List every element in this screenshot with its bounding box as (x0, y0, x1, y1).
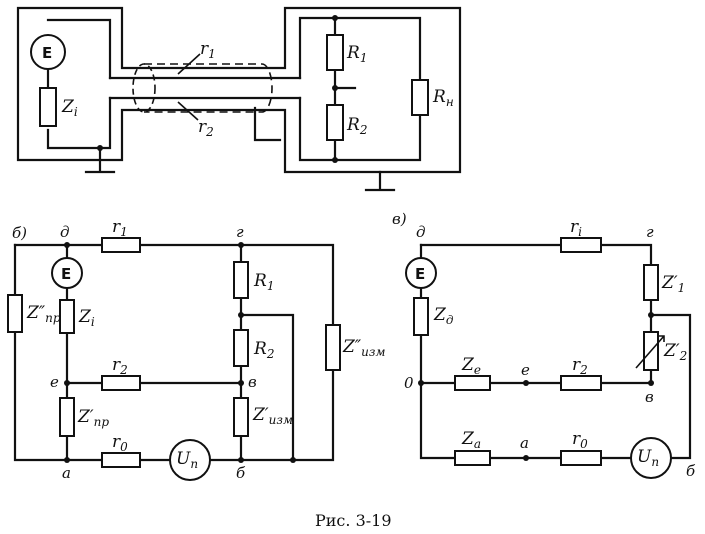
b-node-a: а (62, 464, 71, 482)
b-r0-resistor (101, 452, 141, 468)
cable-shield-outline (144, 63, 273, 113)
source-bottom-wire (46, 96, 112, 150)
c-node-e: е (521, 361, 530, 379)
c-node-o: 0 (404, 374, 414, 392)
c-z1-resistor (643, 264, 659, 301)
zi-label: Zi (61, 97, 78, 119)
diagram-b: б) д г е в а б E Uп r1 Z″пр (7, 217, 385, 482)
r2-label: r2 (198, 117, 214, 139)
diagram-c: в) д г 0 е в а б E Uп ri Zд Zе r2 (392, 210, 696, 480)
b-node-e: е (50, 373, 59, 391)
R1-resistor (326, 34, 344, 71)
voltage-source-e (30, 34, 66, 70)
diagram-a-outer-wire (16, 6, 462, 174)
right-ground-symbol (364, 170, 396, 192)
figure-caption: Рис. 3-19 (315, 511, 392, 530)
R1-label: R1 (346, 43, 367, 65)
shield-left-ellipse (132, 63, 156, 113)
c-r0-resistor (560, 450, 602, 466)
c-ri-label: ri (570, 217, 582, 239)
left-ground-symbol (84, 146, 116, 174)
c-node-a: а (520, 434, 529, 452)
c-ze-resistor (454, 375, 491, 391)
c-z2-label: Z′2 (663, 341, 687, 363)
diagram-b-label: б) (12, 224, 27, 242)
c-za-label: Zа (461, 429, 481, 451)
diagram-c-label: в) (392, 210, 407, 228)
source-e-label: E (42, 44, 52, 62)
c-source-un (630, 437, 672, 479)
c-ri-resistor (560, 237, 602, 253)
rn-top-wire (333, 16, 422, 82)
b-node-v: в (248, 373, 257, 391)
c-top-wire (419, 243, 653, 267)
c-ze-label: Zе (461, 355, 481, 377)
shield-return-wire (253, 106, 282, 142)
b-zizm1-resistor (233, 397, 249, 437)
b-R1-label: R1 (253, 271, 274, 293)
b-zpr1-label: Z′пр (77, 407, 109, 429)
c-r0-label: r0 (572, 429, 588, 451)
R2-label: R2 (346, 115, 367, 137)
b-zpr2-resistor (7, 294, 23, 333)
c-left-wire (419, 243, 457, 460)
c-node-g: г (646, 223, 654, 241)
b-zizm1-label: Z′изм (252, 405, 293, 427)
r1-top-wire (298, 16, 337, 80)
b-r2-resistor (101, 375, 141, 391)
c-zd-label: Zд (433, 305, 454, 327)
c-right-wire (649, 313, 692, 460)
c-node-b: б (686, 462, 696, 480)
b-node-g: г (236, 223, 244, 241)
b-zpr1-resistor (59, 397, 75, 437)
b-r1-resistor (101, 237, 141, 253)
c-z1-label: Z′1 (661, 273, 685, 295)
r1-label: r1 (200, 39, 216, 61)
R2-resistor (326, 104, 344, 141)
c-node-v: в (645, 388, 654, 406)
b-zizm2-label: Z″изм (342, 337, 385, 359)
b-bottom-wire (138, 368, 335, 462)
b-r1-label: r1 (112, 217, 128, 239)
b-r2-label: r2 (112, 355, 128, 377)
Rn-resistor (411, 79, 429, 116)
b-R2-label: R2 (253, 339, 274, 361)
r1-pointer-line (177, 53, 201, 75)
c-z2-variable-arrow (635, 335, 665, 369)
c-un-label: Uп (637, 447, 659, 469)
b-r0-label: r0 (112, 432, 128, 454)
b-r-midpoint-wire (239, 313, 295, 462)
b-voltage-source-e (51, 257, 83, 289)
b-R2-resistor (233, 329, 249, 367)
zi-resistor (39, 87, 57, 127)
c-r2-label: r2 (572, 355, 588, 377)
b-zizm2-resistor (325, 324, 341, 371)
c-r2-resistor (560, 375, 602, 391)
c-voltage-source-e (405, 257, 437, 289)
source-top-wire (46, 18, 112, 80)
b-R1-resistor (233, 261, 249, 299)
r2-bottom-wire (298, 96, 337, 162)
r2-pointer-line (177, 101, 199, 121)
b-left-wire (13, 243, 104, 462)
c-za-resistor (454, 450, 491, 466)
b-node-d: д (60, 223, 70, 241)
diagram-a: E Zi r1 r2 R1 R2 Rн (16, 6, 462, 192)
b-zpr2-label: Z″пр (26, 303, 61, 325)
rn-bottom-wire (333, 113, 422, 162)
b-source-e-label: E (61, 265, 71, 283)
c-zd-resistor (413, 297, 429, 336)
b-un-label: Uп (176, 449, 198, 471)
c-source-e-label: E (415, 265, 425, 283)
b-zi-label: Zi (78, 307, 95, 329)
b-source-un (169, 439, 211, 481)
c-node-d: д (416, 223, 426, 241)
b-node-b: б (236, 464, 246, 482)
b-zi-resistor (59, 299, 75, 334)
Rn-label: Rн (432, 87, 454, 109)
b-top-wire (13, 243, 335, 327)
